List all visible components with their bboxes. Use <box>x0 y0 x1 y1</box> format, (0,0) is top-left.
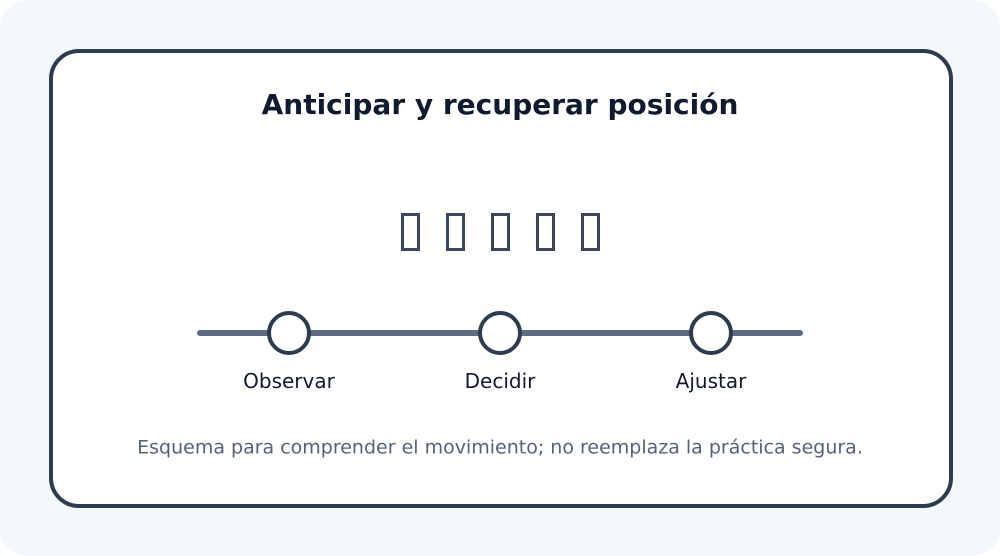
diagram-title: Anticipar y recuperar posición <box>261 88 739 121</box>
missing-glyph-icon <box>580 213 600 251</box>
missing-glyph-icon <box>535 213 555 251</box>
icon-row <box>0 213 1000 251</box>
step-label-decidir: Decidir <box>464 369 536 393</box>
step-label-ajustar: Ajustar <box>675 369 747 393</box>
missing-glyph-icon <box>490 213 510 251</box>
step-label-observar: Observar <box>243 369 335 393</box>
missing-glyph-icon <box>400 213 420 251</box>
diagram-card <box>49 49 953 508</box>
step-node-observar <box>267 311 311 355</box>
disclaimer-note: Esquema para comprender el movimiento; n… <box>137 436 863 459</box>
missing-glyph-icon <box>445 213 465 251</box>
step-node-decidir <box>478 311 522 355</box>
step-node-ajustar <box>689 311 733 355</box>
